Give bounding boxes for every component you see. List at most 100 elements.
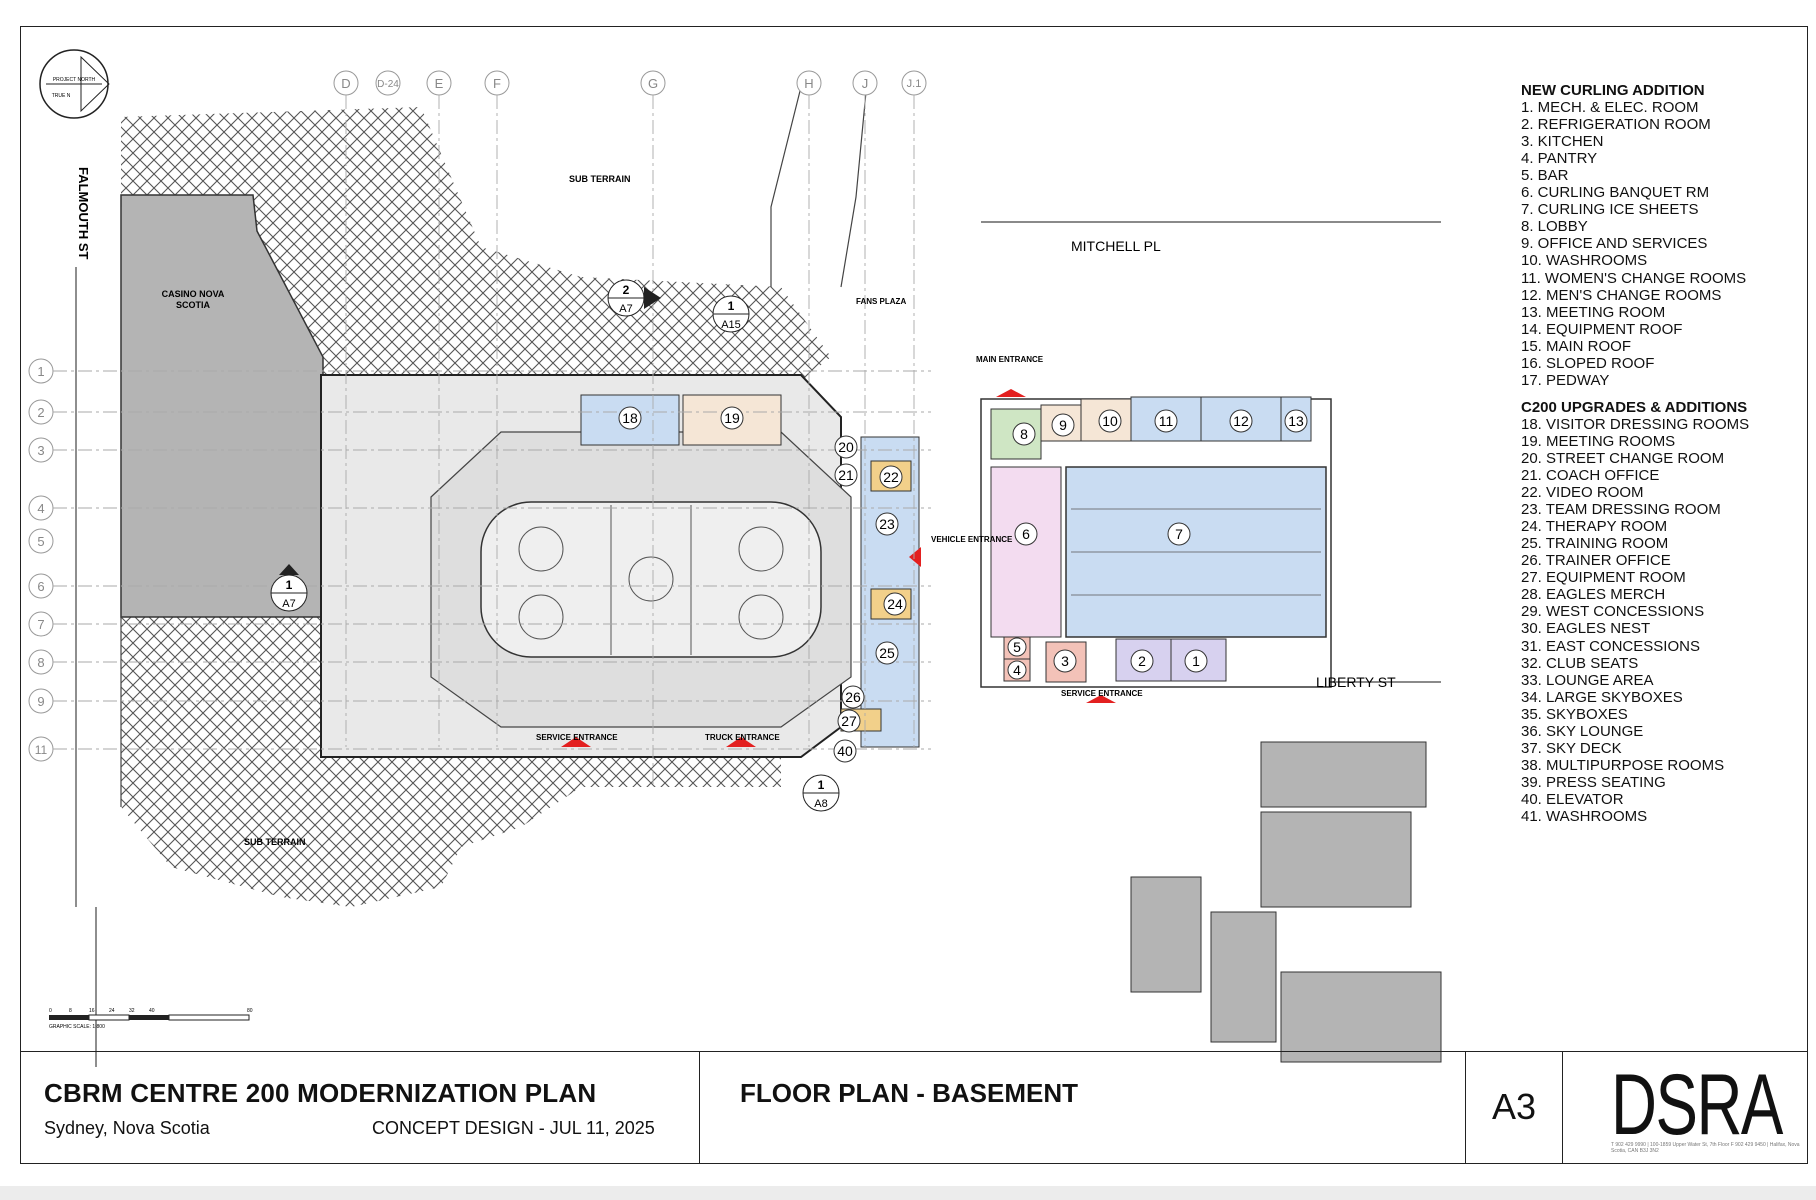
legend-item-a-12: 13. MEETING ROOM (1521, 303, 1666, 321)
scale-tick-24: 24 (109, 1008, 115, 1014)
room-tag-26: 26 (845, 689, 861, 705)
grid-col-D: D (341, 76, 350, 91)
title-block-sheet-number: A3 (1466, 1052, 1563, 1163)
project-title: CBRM CENTRE 200 MODERNIZATION PLAN (44, 1078, 597, 1108)
legend-item-b-3: 21. COACH OFFICE (1521, 467, 1660, 485)
room-tag-8: 8 (1020, 426, 1028, 442)
legend-item-b-15: 33. LOUNGE AREA (1521, 671, 1654, 689)
section-1-a8-sheet: A8 (814, 798, 827, 810)
legend-item-b-11: 29. WEST CONCESSIONS (1521, 603, 1705, 621)
service-entrance-east-label: SERVICE ENTRANCE (1061, 689, 1143, 698)
grid-col-J1: J.1 (907, 78, 922, 90)
grid-col-G: G (648, 76, 658, 91)
viewer-bottom-bar (0, 1186, 1816, 1200)
section-1-a7-num: 1 (286, 578, 293, 592)
room-tag-24: 24 (887, 596, 903, 612)
legend-item-b-16: 34. LARGE SKYBOXES (1521, 688, 1683, 706)
room-tag-13: 13 (1288, 413, 1304, 429)
legend-item-b-2: 20. STREET CHANGE ROOM (1521, 449, 1725, 467)
legend-item-b-5: 23. TEAM DRESSING ROOM (1521, 501, 1721, 519)
room-tag-5: 5 (1013, 639, 1021, 655)
section-1-a15-num: 1 (728, 299, 735, 313)
legend-item-a-11: 12. MEN'S CHANGE ROOMS (1521, 286, 1722, 304)
section-2-num: 2 (623, 283, 630, 297)
legend-item-b-1: 19. MEETING ROOMS (1521, 432, 1676, 450)
legend-item-a-5: 6. CURLING BANQUET RM (1521, 184, 1710, 202)
room-tag-25: 25 (879, 645, 895, 661)
grid-col-H: H (804, 76, 813, 91)
room-tag-27: 27 (841, 713, 857, 729)
grid-row-11: 11 (35, 743, 48, 757)
vehicle-entrance-label: VEHICLE ENTRANCE (931, 535, 1013, 544)
true-north-label: TRUE N (52, 93, 71, 99)
sub-terrain-bottom-label: SUB TERRAIN (244, 837, 306, 847)
fans-plaza-label: FANS PLAZA (856, 297, 906, 306)
room-legend: NEW CURLING ADDITION 1. MECH. & ELEC. RO… (1521, 82, 1791, 825)
legend-item-b-6: 24. THERAPY ROOM (1521, 518, 1668, 536)
room-tag-20: 20 (838, 439, 854, 455)
title-block-sheet-title: FLOOR PLAN - BASEMENT (700, 1052, 1466, 1163)
section-tags: 2 A7 1 A15 1 A7 1 A8 (270, 279, 840, 812)
room-tag-23: 23 (879, 516, 895, 532)
legend-item-a-10: 11. WOMEN'S CHANGE ROOMS (1521, 269, 1747, 287)
room-tag-18: 18 (622, 410, 638, 426)
room-tag-4: 4 (1013, 662, 1021, 678)
legend-item-b-18: 36. SKY LOUNGE (1521, 722, 1644, 740)
room-tag-12: 12 (1233, 413, 1249, 429)
legend-item-b-21: 39. PRESS SEATING (1521, 773, 1666, 791)
grid-col-J: J (862, 76, 869, 91)
sheet-number: A3 (1491, 1086, 1537, 1127)
grid-row-1: 1 (37, 364, 44, 379)
liberty-st-label: LIBERTY ST (1316, 674, 1396, 690)
room-tag-22: 22 (883, 469, 899, 485)
casino-label: CASINO NOVA (162, 289, 225, 299)
floor-plan: CASINO NOVA SCOTIA (28, 49, 1442, 1067)
legend-group2-title: C200 UPGRADES & ADDITIONS (1521, 398, 1748, 416)
room-tag-9: 9 (1059, 417, 1067, 433)
title-block-firm: DSRA T 902 429 9990 | 100-1859 Upper Wat… (1563, 1052, 1808, 1163)
room-tags: 18 19 20 21 22 23 24 25 26 27 40 1 2 3 4… (618, 406, 1308, 763)
legend-item-a-3: 4. PANTRY (1521, 150, 1598, 168)
room-tag-21: 21 (838, 467, 854, 483)
legend-item-b-10: 28. EAGLES MERCH (1521, 586, 1666, 604)
legend-item-b-9: 27. EQUIPMENT ROOM (1521, 569, 1686, 587)
room-tag-3: 3 (1061, 653, 1069, 669)
grid-row-5: 5 (37, 534, 44, 549)
scale-tick-40: 40 (149, 1008, 155, 1014)
legend-item-a-14: 15. MAIN ROOF (1521, 337, 1632, 355)
title-block-project: CBRM CENTRE 200 MODERNIZATION PLAN Sydne… (20, 1052, 700, 1163)
title-block: CBRM CENTRE 200 MODERNIZATION PLAN Sydne… (20, 1051, 1808, 1163)
building-se-5 (1280, 971, 1442, 1063)
north-arrow-label: PROJECT NORTH (53, 77, 96, 83)
scale-tick-32: 32 (129, 1008, 135, 1014)
grid-col-D-24: D-24 (377, 79, 399, 90)
drawing-sheet: CASINO NOVA SCOTIA (20, 26, 1808, 1164)
legend-item-b-14: 32. CLUB SEATS (1521, 654, 1639, 672)
hockey-rink (480, 501, 822, 658)
vehicle-entrance-marker (909, 547, 921, 567)
building-se-4 (1210, 911, 1277, 1043)
grid-col-E: E (435, 76, 444, 91)
north-arrow: PROJECT NORTH TRUE N (39, 49, 110, 119)
service-entrance-west-label: SERVICE ENTRANCE (536, 733, 618, 742)
scale-tick-0: 0 (49, 1008, 52, 1014)
scale-tick-16: 16 (89, 1008, 95, 1014)
graphic-scale: 0 8 16 24 32 40 80 GRAPHIC SCALE: 1:800 (49, 1008, 253, 1030)
firm-logo: DSRA (1611, 1057, 1783, 1153)
grid-rows: 1 2 3 4 5 6 7 8 9 11 (28, 358, 54, 762)
section-2-sheet: A7 (619, 303, 632, 315)
main-entrance-label: MAIN ENTRANCE (976, 355, 1044, 364)
room-tag-10: 10 (1102, 413, 1118, 429)
legend-item-b-8: 26. TRAINER OFFICE (1521, 552, 1671, 570)
grid-col-F: F (493, 76, 501, 91)
grid-row-2: 2 (37, 405, 44, 420)
legend-group1-title: NEW CURLING ADDITION (1521, 82, 1705, 99)
scale-tick-8: 8 (69, 1008, 72, 1014)
service-entrance-marker-east (1086, 695, 1116, 703)
section-1-a7-sheet: A7 (282, 598, 295, 610)
stage-date: CONCEPT DESIGN - JUL 11, 2025 (372, 1118, 655, 1138)
room-tag-2: 2 (1138, 653, 1146, 669)
building-se-3 (1130, 876, 1202, 993)
grid-row-4: 4 (37, 501, 44, 516)
